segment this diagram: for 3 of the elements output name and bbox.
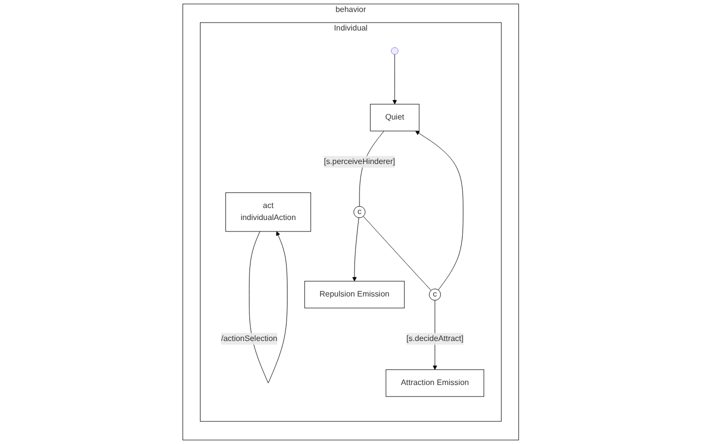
arrow	[415, 130, 464, 290]
connector	[362, 216, 432, 291]
node-circle	[390, 47, 398, 55]
